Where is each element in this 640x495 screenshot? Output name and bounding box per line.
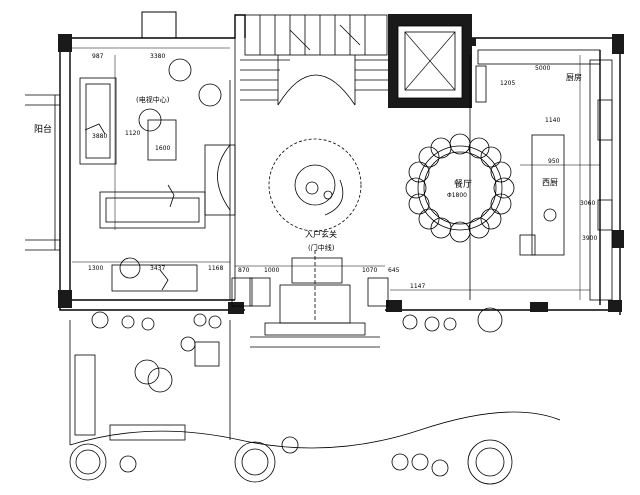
entrance (229, 38, 389, 348)
dim-kitchen-2: 1205 (500, 80, 515, 87)
label-kitchen: 厨房 (566, 72, 582, 82)
dim-kitchen-1: 5000 (535, 65, 550, 72)
dim-dining-1: 1147 (410, 283, 425, 290)
dim-living-bottom-3: 1168 (208, 265, 223, 272)
dim-dining-3: 3060 (580, 200, 595, 207)
terrace-furniture (69, 320, 231, 445)
label-balcony: 阳台 (34, 123, 52, 135)
garden-edge (69, 411, 561, 449)
label-entrance: 入户玄关 (305, 229, 337, 239)
exterior-walls (59, 14, 621, 315)
dim-living-mid-2: 3880 (92, 133, 107, 140)
dim-living-top-1: 987 (92, 53, 104, 60)
dim-entry-3: 1070 (362, 267, 377, 274)
dim-kitchen-3: 1140 (545, 117, 560, 124)
dim-entry-2: 1000 (264, 267, 279, 274)
chimney (141, 11, 177, 39)
dim-living-mid-1: 1120 (125, 130, 140, 137)
trees (69, 307, 513, 485)
dim-kitchen-4: 3900 (582, 235, 597, 242)
label-living-center: (电视中心) (136, 95, 170, 104)
label-kitchen-west: 西厨 (542, 178, 558, 187)
dim-entry-1: 870 (238, 267, 250, 274)
wall-pillars (58, 34, 624, 314)
living-room-furniture (79, 58, 236, 292)
dim-living-mid-3: 1600 (155, 145, 170, 152)
elevator (388, 14, 472, 108)
balcony (25, 94, 60, 251)
dim-living-bottom-2: 3437 (150, 265, 165, 272)
label-dining: 餐厅 (454, 178, 472, 190)
kitchen (469, 49, 613, 301)
dimension-lines (72, 47, 600, 300)
dim-entry-4: 645 (388, 267, 400, 274)
dim-table-dia: Φ1800 (447, 192, 467, 199)
label-entrance-center: (门中线) (308, 243, 335, 252)
dim-dining-2: 950 (548, 158, 560, 165)
dim-living-bottom-1: 1300 (88, 265, 103, 272)
staircase (240, 14, 388, 106)
dim-living-top-2: 3380 (150, 53, 165, 60)
